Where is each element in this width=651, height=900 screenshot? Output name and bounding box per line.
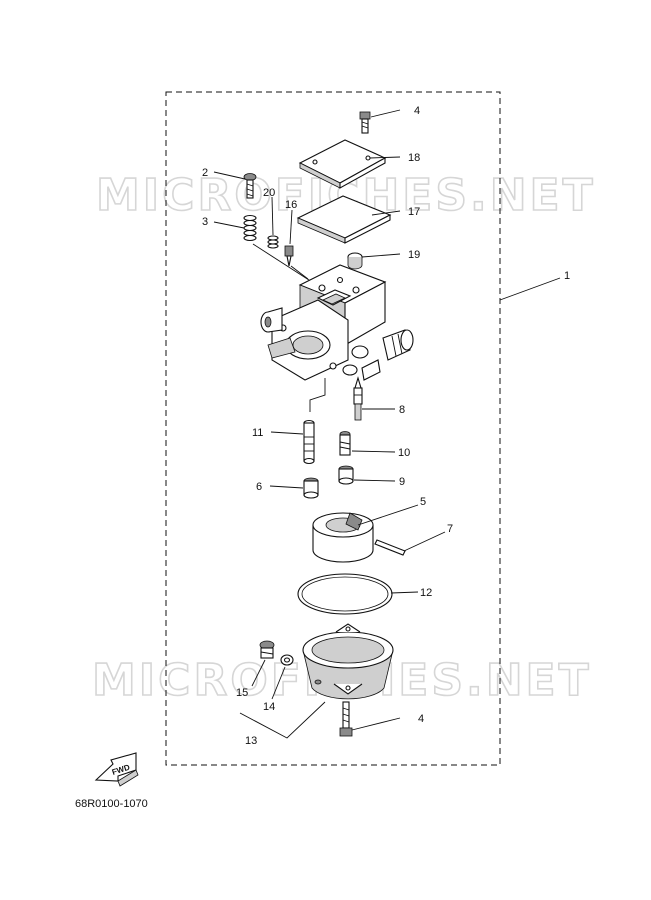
callout-5: 5 — [420, 496, 426, 508]
callout-11: 11 — [252, 427, 263, 439]
part-4-top-screw — [359, 111, 371, 134]
part-11-main-nozzle — [303, 419, 315, 465]
part-10-jet — [339, 431, 351, 456]
part-20-small-spring — [267, 235, 279, 249]
part-5-float — [312, 512, 374, 563]
part-4-bottom-screw — [339, 701, 353, 737]
callout-3: 3 — [202, 216, 208, 228]
callout-4-top: 4 — [414, 105, 420, 117]
part-18-cover-plate — [298, 139, 387, 189]
callout-20: 20 — [263, 187, 275, 199]
assembly-boundary — [165, 91, 501, 766]
callout-18: 18 — [408, 152, 420, 164]
part-15-drain-screw — [259, 640, 275, 659]
callout-12: 12 — [420, 587, 432, 599]
callout-10: 10 — [398, 447, 410, 459]
part-12-o-ring — [297, 573, 393, 615]
diagram-code: 68R0100-1070 — [75, 798, 148, 810]
callout-4-bottom: 4 — [418, 713, 424, 725]
callout-17: 17 — [408, 206, 420, 218]
callout-16: 16 — [285, 199, 297, 211]
part-17-gasket — [296, 195, 392, 244]
part-2-screw — [243, 173, 257, 199]
callout-8: 8 — [399, 404, 405, 416]
callout-6: 6 — [256, 481, 262, 493]
fwd-arrow-icon: FWD — [94, 752, 139, 787]
part-7-pin — [374, 539, 406, 556]
callout-1: 1 — [564, 270, 570, 282]
part-16-needle — [284, 245, 294, 267]
callout-19: 19 — [408, 249, 420, 261]
callout-13: 13 — [245, 735, 257, 747]
part-19-cap — [347, 252, 363, 270]
part-3-spring — [243, 214, 257, 242]
callout-14: 14 — [263, 701, 275, 713]
callout-9: 9 — [399, 476, 405, 488]
callout-15: 15 — [236, 687, 248, 699]
part-13-float-bowl — [302, 623, 394, 700]
part-9-jet — [338, 465, 354, 485]
part-6-main-jet — [303, 477, 319, 499]
callout-7: 7 — [447, 523, 453, 535]
part-8-needle-valve — [353, 376, 363, 421]
callout-2: 2 — [202, 167, 208, 179]
part-14-washer — [280, 654, 294, 666]
carburetor-body — [260, 264, 414, 381]
